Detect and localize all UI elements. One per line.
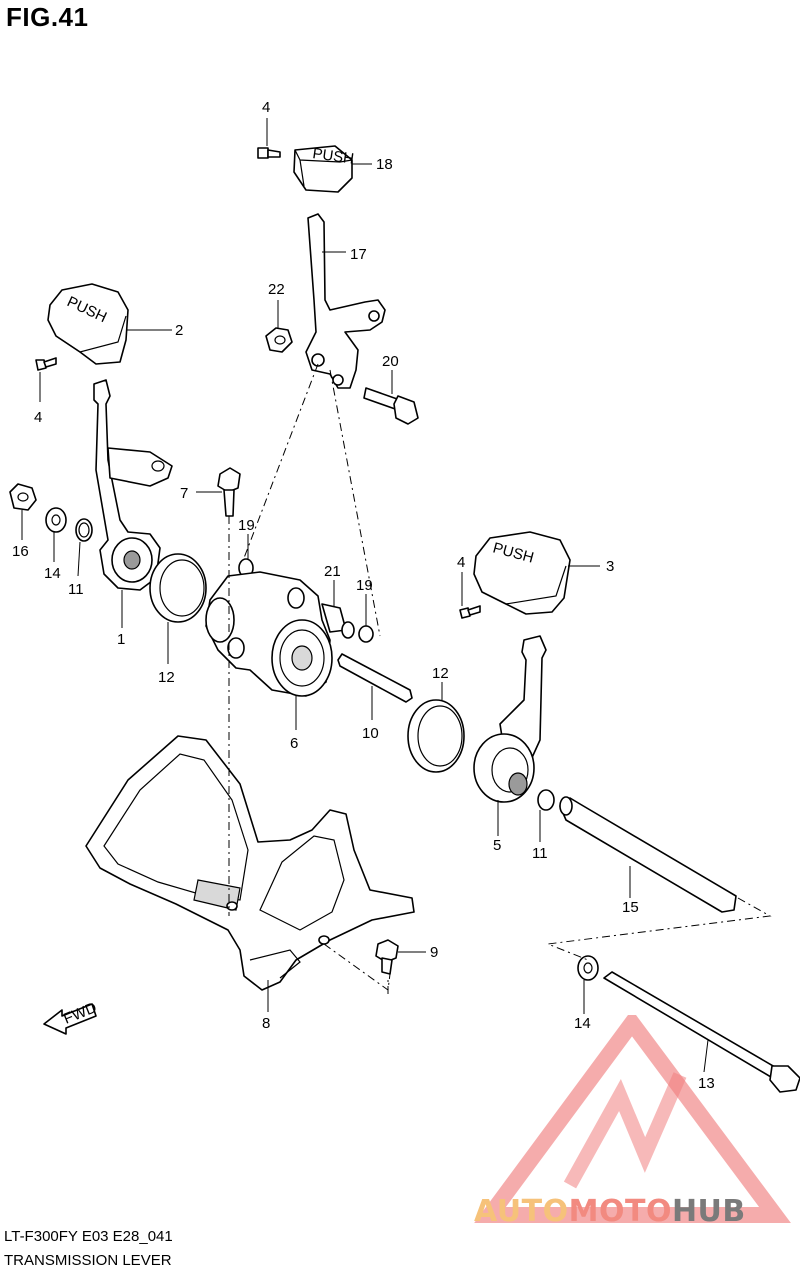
callout-numbers: 4 18 17 22 2 20 4 7 19 16 14 11 21 19 4 …: [12, 99, 715, 1092]
callout-5: 5: [493, 837, 501, 854]
fwd-arrow-text: FWD: [61, 999, 99, 1028]
callout-20: 20: [382, 353, 399, 370]
callout-4-right: 4: [457, 554, 465, 571]
watermark-moto: MOTO: [568, 1194, 672, 1229]
callout-21: 21: [324, 563, 341, 580]
part-12-seal-left: [149, 553, 207, 623]
callout-12-right: 12: [432, 665, 449, 682]
callout-3: 3: [606, 558, 614, 575]
callout-10: 10: [362, 725, 379, 742]
callout-7: 7: [180, 485, 188, 502]
part-3-knob-right: PUSH: [473, 531, 571, 615]
part-16-nut: [9, 483, 37, 511]
callout-22: 22: [268, 281, 285, 298]
callout-13: 13: [698, 1075, 715, 1092]
callout-1: 1: [117, 631, 125, 648]
callout-17: 17: [350, 246, 367, 263]
part-4-screw-left: [35, 357, 57, 371]
model-code: LT-F300FY E03 E28_041: [4, 1228, 173, 1245]
callout-9: 9: [430, 944, 438, 961]
part-1-lever-arm: [93, 379, 173, 591]
callout-11-right: 11: [532, 845, 548, 862]
fwd-arrow-icon: FWD: [43, 999, 99, 1035]
callout-14-left: 14: [44, 565, 61, 582]
part-19-oring-lower: [358, 625, 374, 643]
callout-19-lower: 19: [356, 577, 373, 594]
part-6-housing: [205, 571, 333, 697]
watermark-text: AUTOMOTOHUB: [474, 1194, 746, 1229]
part-7-bolt: [217, 467, 241, 517]
part-18-knob-cap: PUSH: [293, 145, 355, 193]
part-14-washer-right: [577, 955, 599, 981]
callout-14-right: 14: [574, 1015, 591, 1032]
part-15-shaft: [559, 796, 737, 913]
part-21-pin: [321, 603, 355, 639]
part-8-bracket: [85, 735, 415, 991]
watermark-logo: [474, 1015, 791, 1223]
callout-15: 15: [622, 899, 639, 916]
part-12-seal-right: [407, 699, 465, 773]
knob-18-embossed-text: PUSH: [311, 145, 355, 168]
callout-16: 16: [12, 543, 29, 560]
part-11-oring-left: [75, 518, 93, 542]
part-4-screw-right: [459, 605, 481, 619]
callout-6: 6: [290, 735, 298, 752]
callout-12-left: 12: [158, 669, 175, 686]
part-9-bolt: [375, 939, 399, 975]
callout-8: 8: [262, 1015, 270, 1032]
callout-4-left: 4: [34, 409, 42, 426]
callout-18: 18: [376, 156, 393, 173]
watermark-hub: HUB: [671, 1194, 746, 1229]
diagram-caption: TRANSMISSION LEVER: [4, 1252, 172, 1269]
part-22-nut: [265, 327, 293, 353]
part-4-screw-top: [257, 147, 281, 159]
part-5-lever-arm: [473, 635, 547, 803]
callout-19-upper: 19: [238, 517, 255, 534]
part-10-shaft: [337, 653, 413, 703]
callout-4-top: 4: [262, 99, 270, 116]
part-2-knob-left: PUSH: [47, 283, 129, 365]
part-20-bolt: [363, 387, 419, 425]
callout-11-left: 11: [68, 581, 84, 598]
part-13-long-bolt: [603, 971, 800, 1093]
part-11-oring-right: [537, 789, 555, 811]
callout-2: 2: [175, 322, 183, 339]
leader-lines: [21, 118, 709, 1073]
alignment-lines: [228, 363, 772, 994]
part-14-washer-left: [45, 507, 67, 533]
part-17-shift-lever: [305, 213, 386, 389]
figure-title: FIG.41: [6, 2, 89, 32]
watermark-auto: AUTO: [474, 1194, 569, 1229]
